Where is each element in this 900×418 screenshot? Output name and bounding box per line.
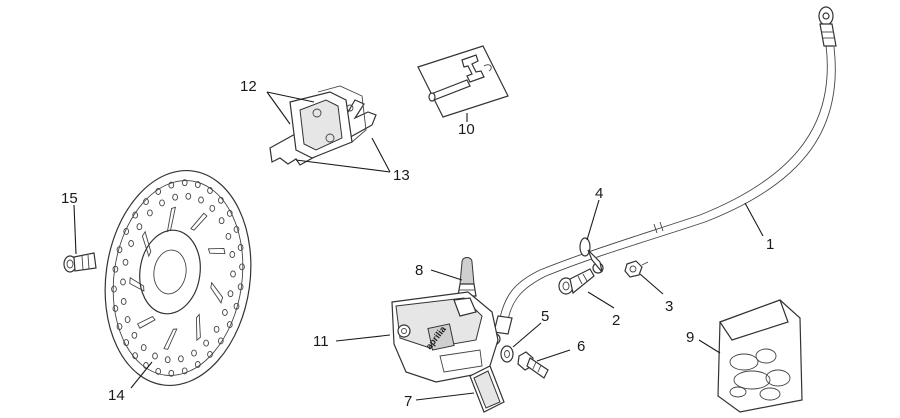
disc-hole bbox=[207, 187, 213, 194]
brake-hose bbox=[485, 6, 837, 346]
disc-hole bbox=[164, 356, 171, 364]
callout-1: 1 bbox=[766, 236, 774, 253]
disc-hole bbox=[124, 316, 131, 324]
disc-hole bbox=[209, 204, 216, 212]
disc-hole bbox=[225, 232, 232, 240]
disc-hole bbox=[112, 305, 119, 312]
leader-lines bbox=[73, 91, 764, 401]
disc-vent-slot bbox=[207, 247, 226, 255]
disc-hole bbox=[229, 251, 236, 258]
disc-hole bbox=[168, 181, 175, 189]
disc-vent-slot bbox=[166, 206, 176, 233]
callout-3: 3 bbox=[665, 298, 673, 315]
disc-hole bbox=[198, 196, 204, 204]
disc-hole bbox=[213, 325, 220, 333]
disc-hole bbox=[181, 179, 188, 187]
disc-hole bbox=[181, 367, 188, 375]
disc-hole bbox=[112, 265, 119, 273]
disc-hole bbox=[155, 188, 162, 195]
disc-vent-slot bbox=[210, 281, 224, 304]
disc-hole bbox=[237, 283, 244, 291]
disc-hole bbox=[116, 323, 123, 331]
callout-7: 7 bbox=[404, 393, 412, 410]
disc-hole bbox=[140, 344, 147, 352]
disc-vent-slot bbox=[136, 316, 156, 329]
disc-vent-slot bbox=[129, 277, 145, 292]
callout-8: 8 bbox=[415, 262, 423, 279]
disc-bolt bbox=[63, 252, 97, 273]
callout-14: 14 bbox=[108, 387, 125, 404]
disc-hole bbox=[159, 199, 165, 207]
callout-4: 4 bbox=[595, 185, 603, 202]
disc-hole bbox=[227, 290, 234, 298]
disc-hole bbox=[233, 225, 240, 233]
callout-9: 9 bbox=[686, 329, 694, 346]
disc-hole bbox=[128, 240, 134, 247]
disc-hole bbox=[116, 246, 123, 254]
callout-labels: 1 2 3 4 5 6 7 8 9 10 11 12 13 14 15 bbox=[61, 78, 774, 410]
callout-15: 15 bbox=[61, 190, 78, 207]
callout-2: 2 bbox=[612, 312, 620, 329]
disc-hole bbox=[147, 209, 153, 217]
bleed-valve bbox=[457, 257, 477, 297]
disc-hole bbox=[136, 223, 143, 231]
disc-hole bbox=[143, 362, 149, 369]
disc-hole bbox=[218, 217, 225, 225]
disc-hole bbox=[226, 209, 233, 217]
disc-hole bbox=[143, 198, 149, 206]
clamp-nut bbox=[624, 260, 649, 278]
disc-hole bbox=[237, 244, 244, 251]
disc-vent-slot bbox=[141, 230, 152, 258]
clamp-screw bbox=[558, 268, 595, 295]
disc-vent-slot bbox=[190, 212, 208, 231]
disc-hole bbox=[207, 350, 213, 358]
disc-hole bbox=[217, 337, 224, 345]
disc-hole bbox=[218, 196, 224, 204]
disc-hole bbox=[155, 367, 162, 375]
disc-hole bbox=[123, 339, 130, 347]
disc-hole bbox=[120, 278, 126, 286]
pad-spring-plate bbox=[469, 365, 505, 413]
disc-hole bbox=[111, 285, 117, 293]
disc-hole bbox=[132, 211, 139, 219]
sealing-washer bbox=[500, 345, 514, 363]
callout-12: 12 bbox=[240, 78, 257, 95]
disc-hole bbox=[191, 349, 197, 357]
callout-5: 5 bbox=[541, 308, 549, 325]
disc-hole bbox=[194, 181, 201, 189]
disc-hole bbox=[230, 270, 236, 278]
seal-kit-bag bbox=[717, 299, 803, 413]
hose-clamp bbox=[579, 237, 604, 274]
disc-hole bbox=[233, 302, 240, 310]
disc-hole bbox=[226, 321, 233, 329]
disc-vent-slot bbox=[195, 313, 201, 342]
disc-hole bbox=[122, 258, 129, 266]
disc-hole bbox=[194, 361, 201, 368]
callout-11: 11 bbox=[313, 333, 329, 350]
brake-caliper: aprilia bbox=[391, 291, 499, 383]
brake-disc bbox=[104, 169, 252, 387]
banjo-bolt bbox=[517, 351, 549, 379]
disc-hole bbox=[185, 192, 192, 200]
disc-hole bbox=[131, 331, 138, 339]
disc-hole bbox=[222, 309, 228, 316]
disc-hole bbox=[152, 352, 158, 360]
pad-pin-kit bbox=[417, 45, 509, 118]
disc-hole bbox=[123, 227, 130, 235]
disc-hole bbox=[132, 352, 138, 360]
callout-10: 10 bbox=[458, 121, 475, 138]
brake-pads bbox=[269, 85, 377, 166]
disc-hole bbox=[172, 193, 178, 201]
callout-13: 13 bbox=[393, 167, 410, 184]
callout-6: 6 bbox=[577, 338, 585, 355]
disc-vent-slot bbox=[163, 328, 178, 350]
disc-hole bbox=[168, 369, 175, 377]
disc-hole bbox=[239, 263, 245, 271]
disc-hole bbox=[120, 298, 127, 305]
disc-hole bbox=[203, 339, 209, 347]
disc-hole bbox=[178, 355, 184, 363]
